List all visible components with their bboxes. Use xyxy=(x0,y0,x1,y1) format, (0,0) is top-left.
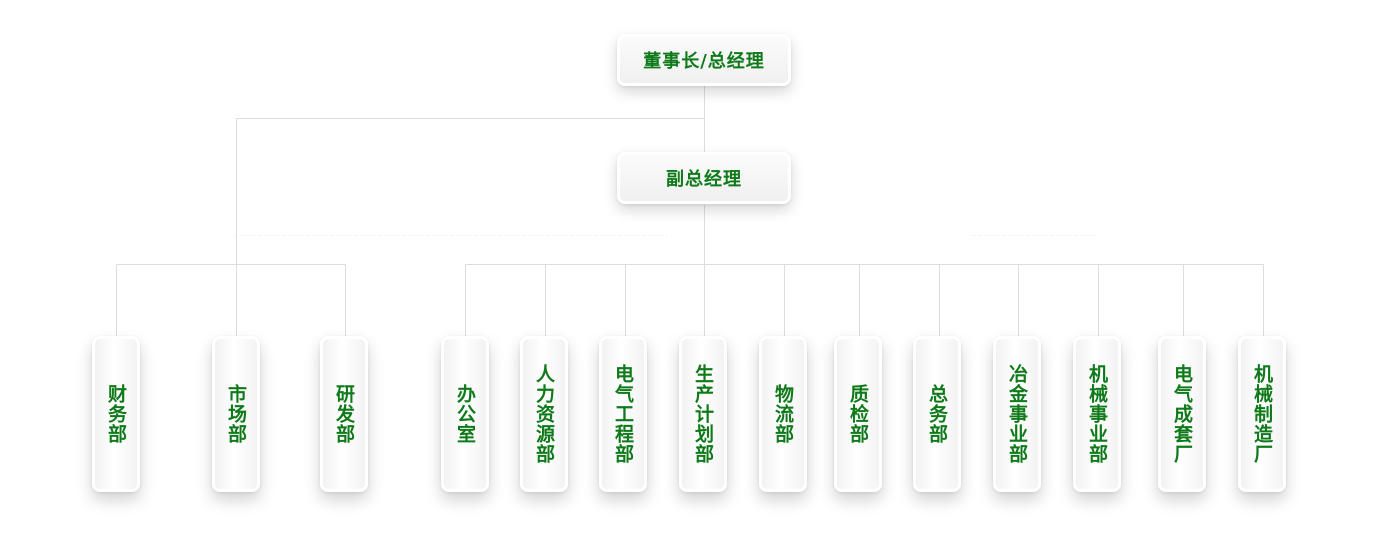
department-box-marketing: 市场部 xyxy=(212,336,260,492)
department-label: 办公室 xyxy=(454,384,476,444)
department-box-quality: 质检部 xyxy=(834,336,882,492)
department-label: 质检部 xyxy=(847,384,869,444)
department-box-logistics: 物流部 xyxy=(759,336,807,492)
chairman-box: 董事长/总经理 xyxy=(617,34,791,86)
department-box-production-planning: 生产计划部 xyxy=(679,336,727,492)
deputy-box: 副总经理 xyxy=(617,152,791,204)
department-box-office: 办公室 xyxy=(441,336,489,492)
department-box-rnd: 研发部 xyxy=(320,336,368,492)
department-label: 总务部 xyxy=(926,384,948,444)
deputy-label: 副总经理 xyxy=(666,169,742,190)
department-label: 生产计划部 xyxy=(692,364,714,464)
department-box-general-affairs: 总务部 xyxy=(913,336,961,492)
department-label: 机械制造厂 xyxy=(1251,364,1273,464)
chairman-label: 董事长/总经理 xyxy=(643,51,765,72)
department-label: 人力资源部 xyxy=(533,364,555,464)
department-label: 研发部 xyxy=(333,384,355,444)
department-box-metallurgy: 冶金事业部 xyxy=(993,336,1041,492)
department-label: 电气工程部 xyxy=(612,364,634,464)
department-box-hr: 人力资源部 xyxy=(520,336,568,492)
department-box-electrical-assembly: 电气成套厂 xyxy=(1158,336,1206,492)
department-box-electrical-engineering: 电气工程部 xyxy=(599,336,647,492)
department-label: 市场部 xyxy=(225,384,247,444)
department-box-machinery: 机械事业部 xyxy=(1073,336,1121,492)
department-box-finance: 财务部 xyxy=(92,336,140,492)
department-label: 机械事业部 xyxy=(1086,364,1108,464)
department-label: 财务部 xyxy=(105,384,127,444)
department-label: 电气成套厂 xyxy=(1171,364,1193,464)
department-label: 物流部 xyxy=(772,384,794,444)
department-label: 冶金事业部 xyxy=(1006,364,1028,464)
department-box-machinery-manufacturing: 机械制造厂 xyxy=(1238,336,1286,492)
